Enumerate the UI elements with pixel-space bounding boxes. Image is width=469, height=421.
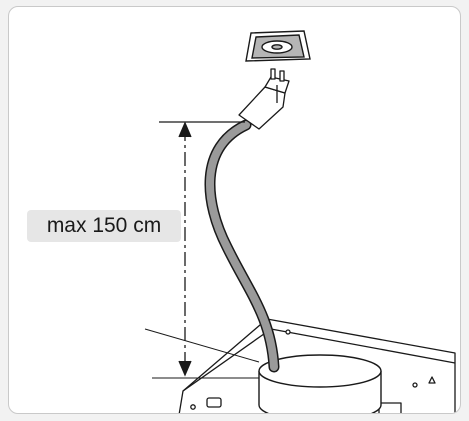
dimension-line	[159, 121, 245, 377]
wall-socket-icon	[245, 30, 311, 62]
perspective-lines	[144, 328, 267, 379]
power-cable	[204, 119, 280, 373]
duct-collar	[258, 354, 382, 413]
power-plug-icon	[238, 68, 290, 130]
diagram-drawing	[144, 30, 456, 413]
installation-diagram: max 150 cm	[8, 6, 461, 414]
max-length-label: max 150 cm	[27, 210, 181, 242]
